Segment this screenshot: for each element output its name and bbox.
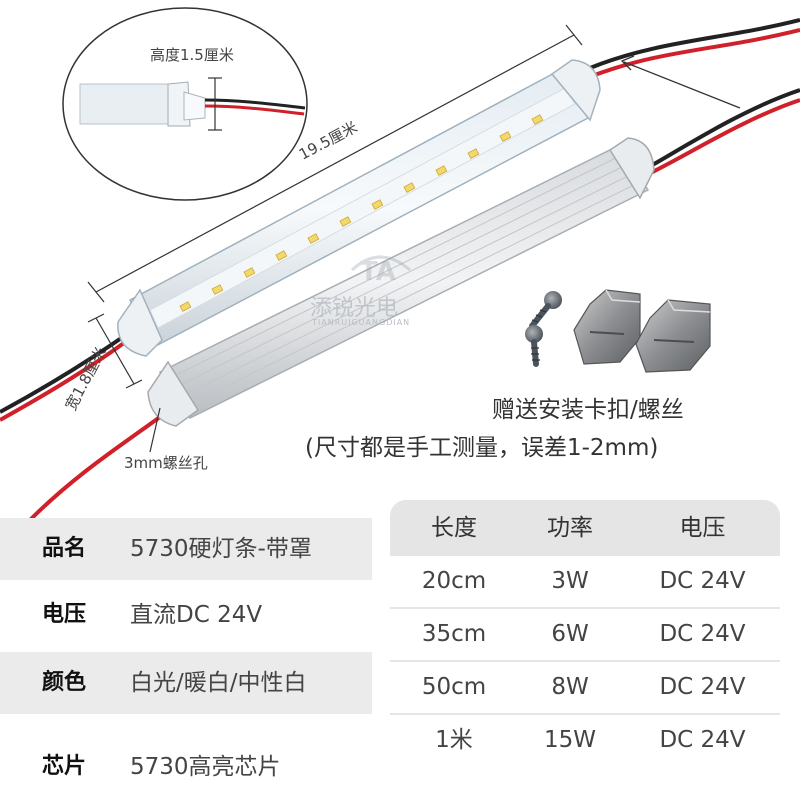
table-row: 35cm 6W DC 24V <box>390 609 780 660</box>
spec-label: 颜色 <box>42 670 87 695</box>
table-cell: 8W <box>551 674 589 700</box>
spec-value: 直流DC 24V <box>130 602 263 628</box>
height-label: 高度1.5厘米 <box>150 46 234 64</box>
table-cell: 15W <box>543 727 596 753</box>
table-cell: 1米 <box>435 727 473 753</box>
spec-label: 电压 <box>42 602 87 627</box>
table-header-length: 长度 <box>431 515 477 541</box>
watermark-logo: TA <box>350 255 411 287</box>
table-cell: DC 24V <box>659 674 746 700</box>
table-cell: DC 24V <box>659 621 746 647</box>
size-note: (尺寸都是手工测量，误差1-2mm) <box>305 435 659 461</box>
table-cell: 20cm <box>421 568 487 594</box>
spec-value: 5730硬灯条-带罩 <box>130 536 312 562</box>
watermark-pinyin: TIANRUIGUANGDIAN <box>312 318 411 327</box>
spec-value: 5730高亮芯片 <box>130 754 281 780</box>
wire-set-back <box>28 88 800 522</box>
mounting-clip-icon <box>573 289 641 365</box>
spec-row-chip: 芯片 5730高亮芯片 <box>0 736 372 798</box>
table-header-power: 功率 <box>547 515 593 541</box>
screw-hole-label: 3mm螺丝孔 <box>124 454 208 472</box>
table-header-row: 长度 功率 电压 <box>390 500 780 556</box>
length-dimension-line <box>87 24 583 303</box>
screw-icon-2 <box>525 325 543 367</box>
table-row: 1米 15W DC 24V <box>390 715 780 764</box>
mounting-clip-icon-2 <box>635 299 711 373</box>
table-cell: 50cm <box>421 674 487 700</box>
spec-label: 品名 <box>42 536 87 561</box>
height-zoom-callout <box>62 7 308 201</box>
spec-table: 长度 功率 电压 20cm 3W DC 24V 35cm 6W DC 24V 5… <box>390 500 780 764</box>
spec-row-color: 颜色 白光/暖白/中性白 <box>0 652 372 714</box>
accessories-note: 赠送安装卡扣/螺丝 <box>492 397 684 423</box>
led-bar-back <box>147 137 655 427</box>
width-dimension-line <box>87 313 143 389</box>
table-cell: 35cm <box>421 621 487 647</box>
arrow-icon <box>620 55 741 109</box>
spec-label: 芯片 <box>42 754 87 779</box>
table-cell: DC 24V <box>659 568 746 594</box>
spec-value: 白光/暖白/中性白 <box>130 670 307 696</box>
led-bar-front <box>117 59 601 357</box>
screw-icon <box>529 291 562 329</box>
spec-row-name: 品名 5730硬灯条-带罩 <box>0 518 372 580</box>
spec-row-voltage: 电压 直流DC 24V <box>0 584 372 646</box>
table-cell: 3W <box>551 568 589 594</box>
table-row: 20cm 3W DC 24V <box>390 556 780 607</box>
table-header-voltage: 电压 <box>679 515 726 541</box>
table-cell: DC 24V <box>659 727 746 753</box>
table-row: 50cm 8W DC 24V <box>390 662 780 713</box>
svg-text:TA: TA <box>360 257 396 287</box>
table-cell: 6W <box>551 621 589 647</box>
watermark-brand: 添锐光电 <box>310 296 399 321</box>
screw-hole-pointer <box>149 407 161 453</box>
